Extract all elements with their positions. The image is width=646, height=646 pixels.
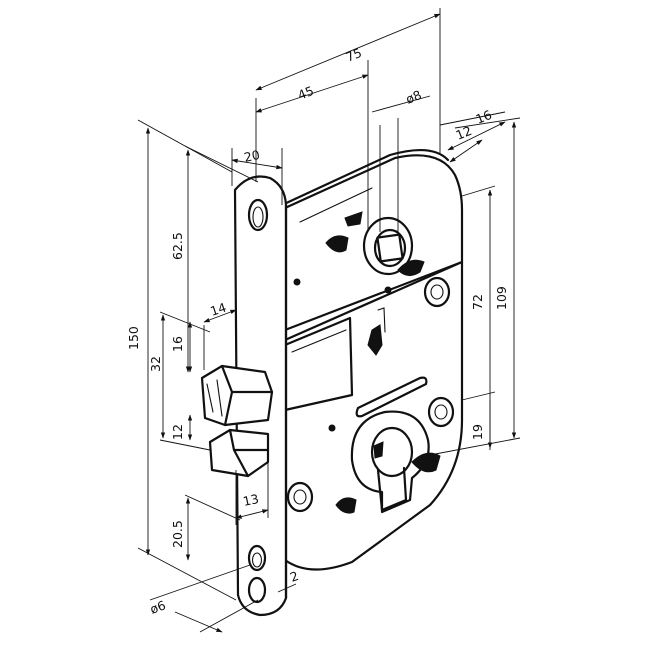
face-plate-screw-hole xyxy=(247,544,267,572)
dim-label-16-right: 16 xyxy=(474,107,494,127)
case-hole-upper-right xyxy=(423,276,451,308)
face-plate-screw-hole-inner xyxy=(251,552,263,568)
dim-label-2: 2 xyxy=(288,568,301,585)
dim-label-14: 14 xyxy=(208,300,228,319)
dim-line-75 xyxy=(255,13,441,91)
dim-label-109: 109 xyxy=(494,286,509,310)
latch-bolt xyxy=(200,364,274,427)
dim-label-45: 45 xyxy=(296,83,316,103)
follower-slot-right-black xyxy=(397,259,425,276)
cylinder-cutout-outline xyxy=(350,410,430,514)
case-top-groove xyxy=(299,187,373,223)
case-top-edge xyxy=(280,148,450,207)
cylinder-cam-black-left xyxy=(335,497,357,514)
follower-square-hole xyxy=(376,233,404,263)
dim-line-dia-8 xyxy=(371,95,431,113)
face-plate-top-hole-inner xyxy=(252,206,264,228)
dim-label-12-left: 12 xyxy=(170,424,185,440)
dim-label-19: 19 xyxy=(470,424,485,440)
latch-bolt-body xyxy=(200,364,274,427)
case-pin-2 xyxy=(384,286,392,294)
dim-label-dia-8: ø8 xyxy=(404,87,424,107)
dimension-lines xyxy=(137,8,521,633)
cylinder-notch-black xyxy=(373,441,384,459)
face-plate-top-hole xyxy=(247,198,269,232)
follower-slot-left-black xyxy=(325,235,349,253)
cylinder-cutout xyxy=(335,410,441,514)
dim-line-2 xyxy=(277,583,297,593)
case-hole-lower-left-inner xyxy=(293,489,307,505)
dim-label-72: 72 xyxy=(470,294,485,310)
dim-label-150: 150 xyxy=(126,326,141,350)
mechanism-lever-arm xyxy=(377,307,386,333)
follower-hub xyxy=(325,211,425,276)
mechanism-lever-black xyxy=(367,324,383,356)
latch-bolt-facets xyxy=(220,364,274,427)
dim-label-20-5: 20.5 xyxy=(170,520,185,548)
case-slot xyxy=(355,376,428,418)
face-plate-bottom-hole xyxy=(247,576,267,604)
dead-bolt-body xyxy=(208,428,270,478)
cylinder-cam-black-right xyxy=(411,452,441,473)
case-pin-3 xyxy=(328,424,336,432)
dim-label-62-5: 62.5 xyxy=(170,232,185,260)
dimension-labels: 75 45 ø8 16 12 20 62.5 150 32 16 12 20.5… xyxy=(126,45,509,617)
dim-line-dia-6 xyxy=(174,611,223,633)
case-hole-lower-right xyxy=(427,396,455,428)
case-hole-lower-left xyxy=(286,481,314,513)
dim-label-75: 75 xyxy=(344,45,364,65)
case-inner-recess xyxy=(283,316,354,412)
dim-line-20 xyxy=(231,158,283,170)
dead-bolt xyxy=(208,428,270,478)
cylinder-profile-slot xyxy=(376,466,408,512)
dim-line-14 xyxy=(203,309,237,323)
dim-line-13 xyxy=(235,509,269,519)
dead-bolt-facets xyxy=(228,428,270,478)
case-recess-edge xyxy=(291,329,347,353)
dim-line-12-right xyxy=(449,139,483,163)
cylinder-round-part xyxy=(370,426,414,478)
dim-label-13: 13 xyxy=(242,491,261,509)
case-hole-upper-right-inner xyxy=(430,284,444,300)
follower-inner-ring xyxy=(373,228,407,268)
follower-notch-black xyxy=(344,211,363,227)
latch-bolt-shading xyxy=(206,379,223,417)
dim-label-16-left: 16 xyxy=(170,336,185,352)
dim-label-20: 20 xyxy=(243,147,262,165)
case-hole-lower-right-inner xyxy=(434,404,448,420)
dim-label-dia-6: ø6 xyxy=(148,597,168,616)
dim-label-32: 32 xyxy=(148,356,163,372)
case-pin-1 xyxy=(293,278,301,286)
dim-label-12-right: 12 xyxy=(454,123,474,143)
